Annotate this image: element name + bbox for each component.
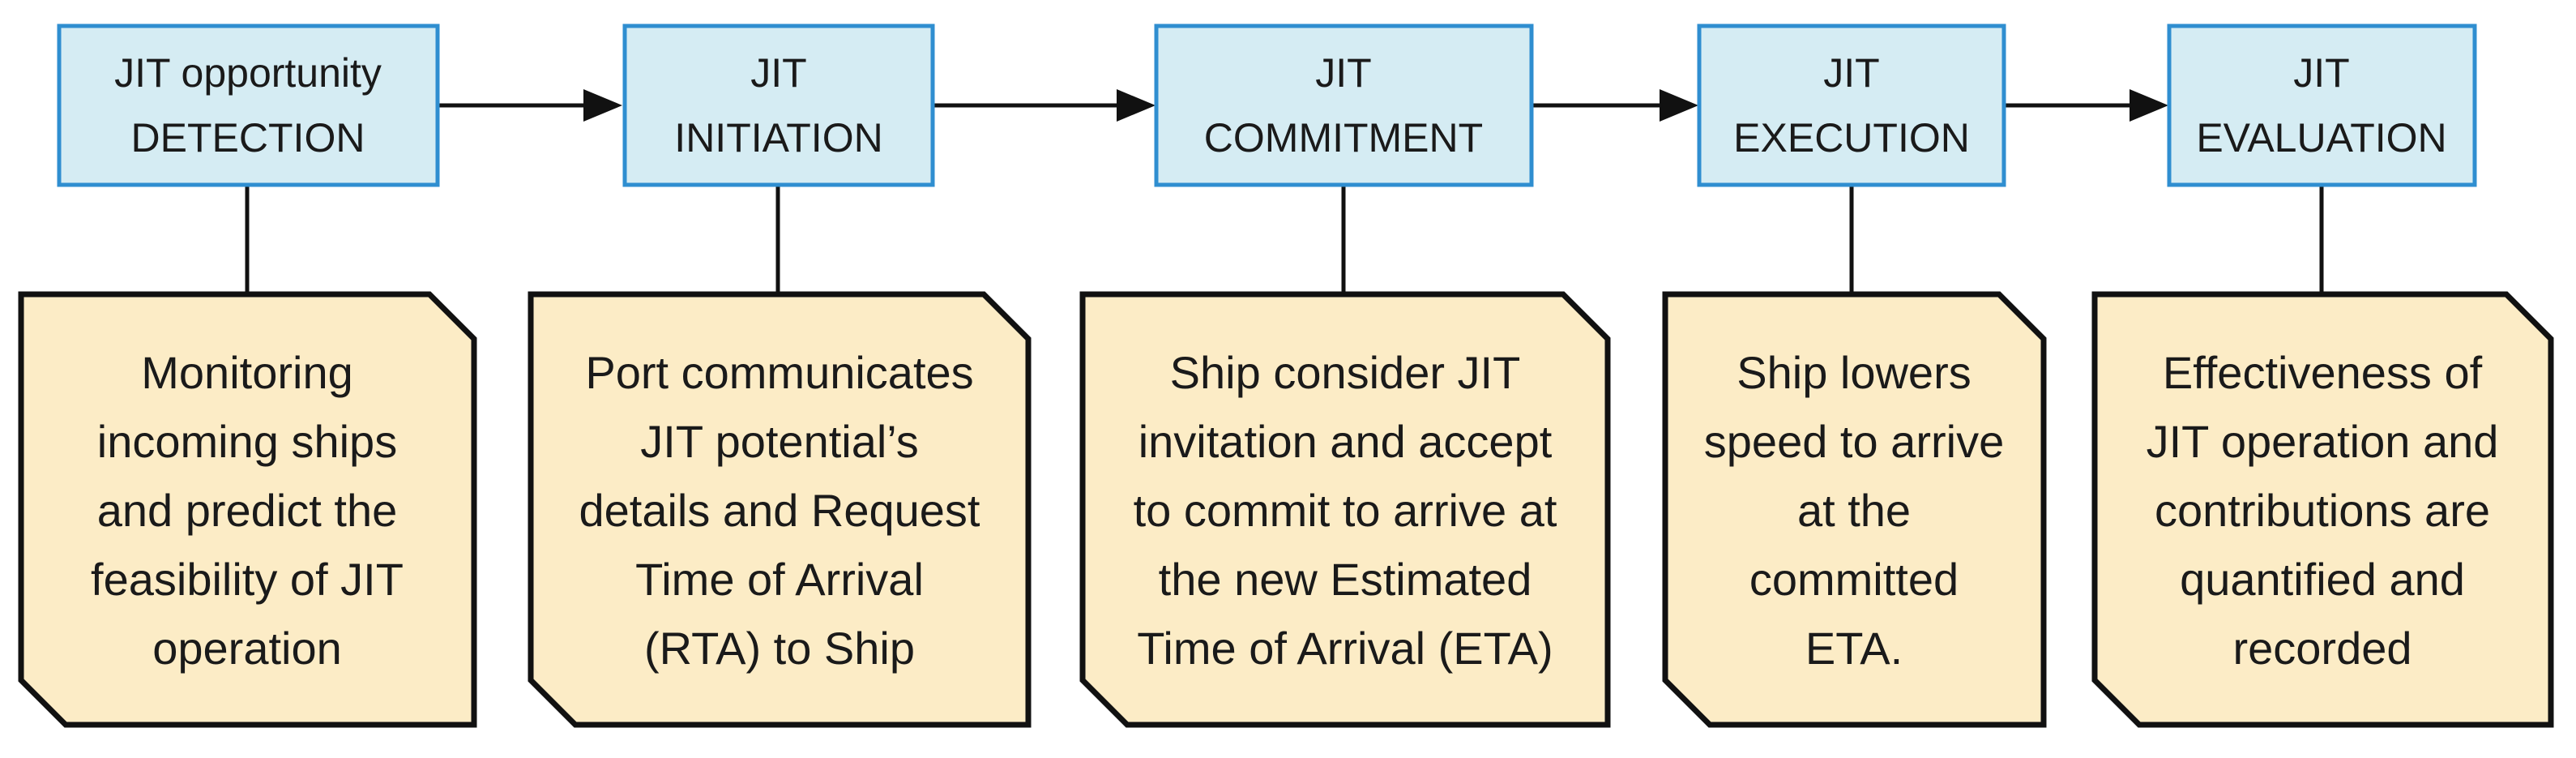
stage-box — [1697, 24, 2006, 187]
note-text-line: details and Request — [579, 485, 980, 536]
note-text-line: Ship lowers — [1737, 347, 1971, 398]
stage-title-line: JIT opportunity — [114, 50, 382, 96]
stage-title-line: DETECTION — [131, 115, 365, 161]
note-text-line: Monitoring — [141, 347, 352, 398]
stage-initiation: JIT INITIATION Port communicates JIT pot… — [528, 24, 1032, 728]
note-text-line: Time of Arrival — [635, 554, 924, 605]
note-text-line: (RTA) to Ship — [644, 623, 915, 674]
note-text-line: JIT potential’s — [640, 416, 918, 467]
note-text-line: committed — [1749, 554, 1959, 605]
note-text-line: contributions are — [2155, 485, 2490, 536]
note-text-line: Ship consider JIT — [1170, 347, 1521, 398]
note-text-line: at the — [1797, 485, 1911, 536]
note-text-line: feasibility of JIT — [91, 554, 404, 605]
note-text-line: recorded — [2232, 623, 2412, 674]
stage-box — [2167, 24, 2477, 187]
note-text-line: JIT operation and — [2147, 416, 2499, 467]
note-text-line: invitation and accept — [1138, 416, 1553, 467]
arrow-detection-to-initiation — [438, 89, 622, 122]
stage-title-line: JIT — [1315, 50, 1371, 96]
stage-detection: JIT opportunity DETECTION Monitoring inc… — [18, 24, 477, 728]
note-text-line: ETA. — [1805, 623, 1903, 674]
stage-box — [57, 24, 440, 187]
stage-title-line: EXECUTION — [1733, 115, 1970, 161]
note-text-line: quantified and — [2180, 554, 2465, 605]
stage-title-line: COMMITMENT — [1204, 115, 1483, 161]
note-text-line: Time of Arrival (ETA) — [1137, 623, 1553, 674]
note-text-line: and predict the — [97, 485, 397, 536]
note-text-line: operation — [152, 623, 342, 674]
note-text-line: Effectiveness of — [2163, 347, 2483, 398]
note-text-line: incoming ships — [97, 416, 397, 467]
stage-title-line: JIT — [1823, 50, 1879, 96]
note-card — [2091, 291, 2554, 728]
stage-commitment: JIT COMMITMENT Ship consider JIT invitat… — [1079, 24, 1611, 728]
stage-title-line: JIT — [750, 50, 806, 96]
stage-execution: JIT EXECUTION Ship lowers speed to arriv… — [1662, 24, 2047, 728]
stage-title-line: INITIATION — [674, 115, 882, 161]
note-card — [1079, 291, 1611, 728]
flow-arrows — [438, 89, 2168, 122]
stage-evaluation: JIT EVALUATION Effectiveness of JIT oper… — [2091, 24, 2554, 728]
note-card — [1662, 291, 2047, 728]
stage-title-line: JIT — [2293, 50, 2349, 96]
stage-box — [622, 24, 935, 187]
note-card — [528, 291, 1032, 728]
stage-title-line: EVALUATION — [2196, 115, 2446, 161]
note-text-line: speed to arrive — [1704, 416, 2004, 467]
note-text-line: to commit to arrive at — [1134, 485, 1557, 536]
note-text-line: the new Estimated — [1159, 554, 1532, 605]
note-card — [18, 291, 477, 728]
arrow-initiation-to-commitment — [933, 89, 1156, 122]
note-text-line: Port communicates — [585, 347, 973, 398]
arrow-execution-to-evaluation — [2004, 89, 2168, 122]
stage-box — [1154, 24, 1534, 187]
arrow-commitment-to-execution — [1532, 89, 1698, 122]
